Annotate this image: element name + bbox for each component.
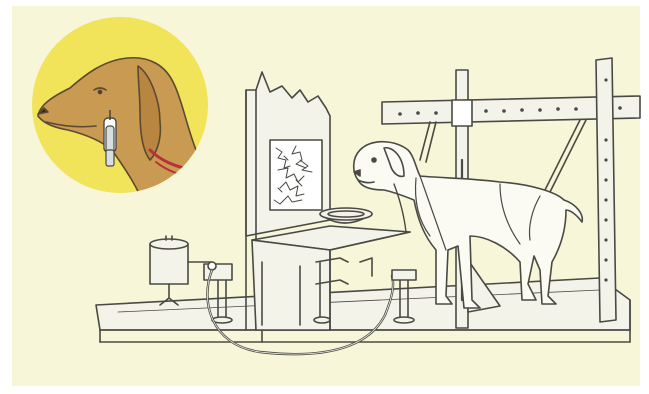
fistula-tube xyxy=(104,110,116,166)
